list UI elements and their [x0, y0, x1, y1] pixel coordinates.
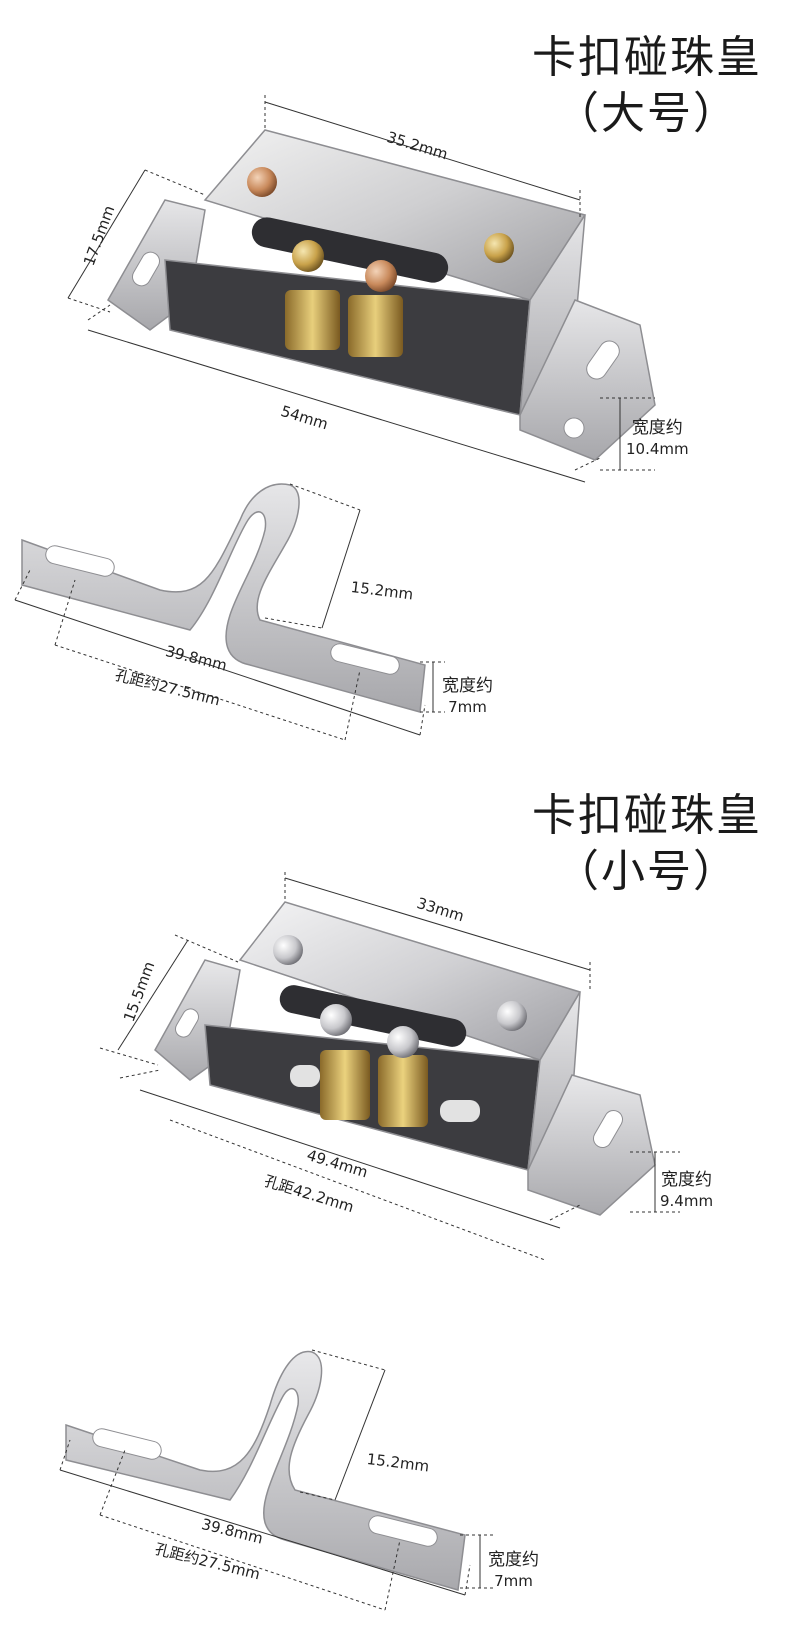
- large-ball-left: [292, 240, 324, 272]
- large-size-title: 卡扣碰珠皇 （大号）: [532, 30, 762, 142]
- small-catch-width-value: 9.4mm: [660, 1192, 714, 1210]
- small-size-title: 卡扣碰珠皇 （小号）: [532, 788, 762, 900]
- large-title-line2: （大号）: [555, 88, 739, 139]
- small-strike-plate: [65, 1350, 466, 1591]
- large-catch-width-note: 宽度约 10.4mm: [626, 418, 689, 460]
- small-product-illustration: [59, 872, 680, 1611]
- large-rivet-right: [484, 233, 514, 263]
- large-strike-plate: [21, 483, 426, 713]
- large-rivet-left: [247, 167, 277, 197]
- large-size-section: 卡扣碰珠皇 （大号）: [0, 0, 790, 810]
- large-catch-dimension-lines: [67, 95, 655, 483]
- small-size-section: 卡扣碰珠皇 （小号）: [0, 790, 790, 1642]
- large-catch-width-label: 宽度约: [631, 418, 683, 438]
- large-strike-width-label: 宽度约: [442, 676, 493, 696]
- small-title-line1: 卡扣碰珠皇: [532, 790, 762, 841]
- small-strike-width-label: 宽度约: [488, 1550, 539, 1570]
- small-catch-width-note: 宽度约 9.4mm: [660, 1170, 713, 1212]
- large-catch-width-value: 10.4mm: [626, 440, 689, 458]
- large-strike-width-note: 宽度约 7mm: [442, 676, 493, 718]
- small-title-line2: （小号）: [555, 846, 739, 897]
- large-ball-right: [365, 260, 397, 292]
- small-strike-width-value: 7mm: [494, 1572, 533, 1590]
- small-ball-left: [320, 1004, 352, 1036]
- large-strike-width-value: 7mm: [448, 698, 487, 716]
- small-strike-width-note: 宽度约 7mm: [488, 1550, 539, 1592]
- large-catch-body: [107, 129, 656, 461]
- small-rivet-left: [273, 935, 303, 965]
- small-rivet-right: [497, 1001, 527, 1031]
- small-ball-right: [387, 1026, 419, 1058]
- small-catch-dimension-lines: [99, 872, 680, 1261]
- large-strike-dimension-lines: [14, 483, 445, 741]
- large-product-illustration: [14, 95, 656, 741]
- small-catch-body: [154, 901, 656, 1216]
- large-title-line1: 卡扣碰珠皇: [532, 32, 762, 83]
- small-catch-width-label: 宽度约: [661, 1170, 713, 1190]
- small-strike-dimension-lines: [59, 1349, 495, 1611]
